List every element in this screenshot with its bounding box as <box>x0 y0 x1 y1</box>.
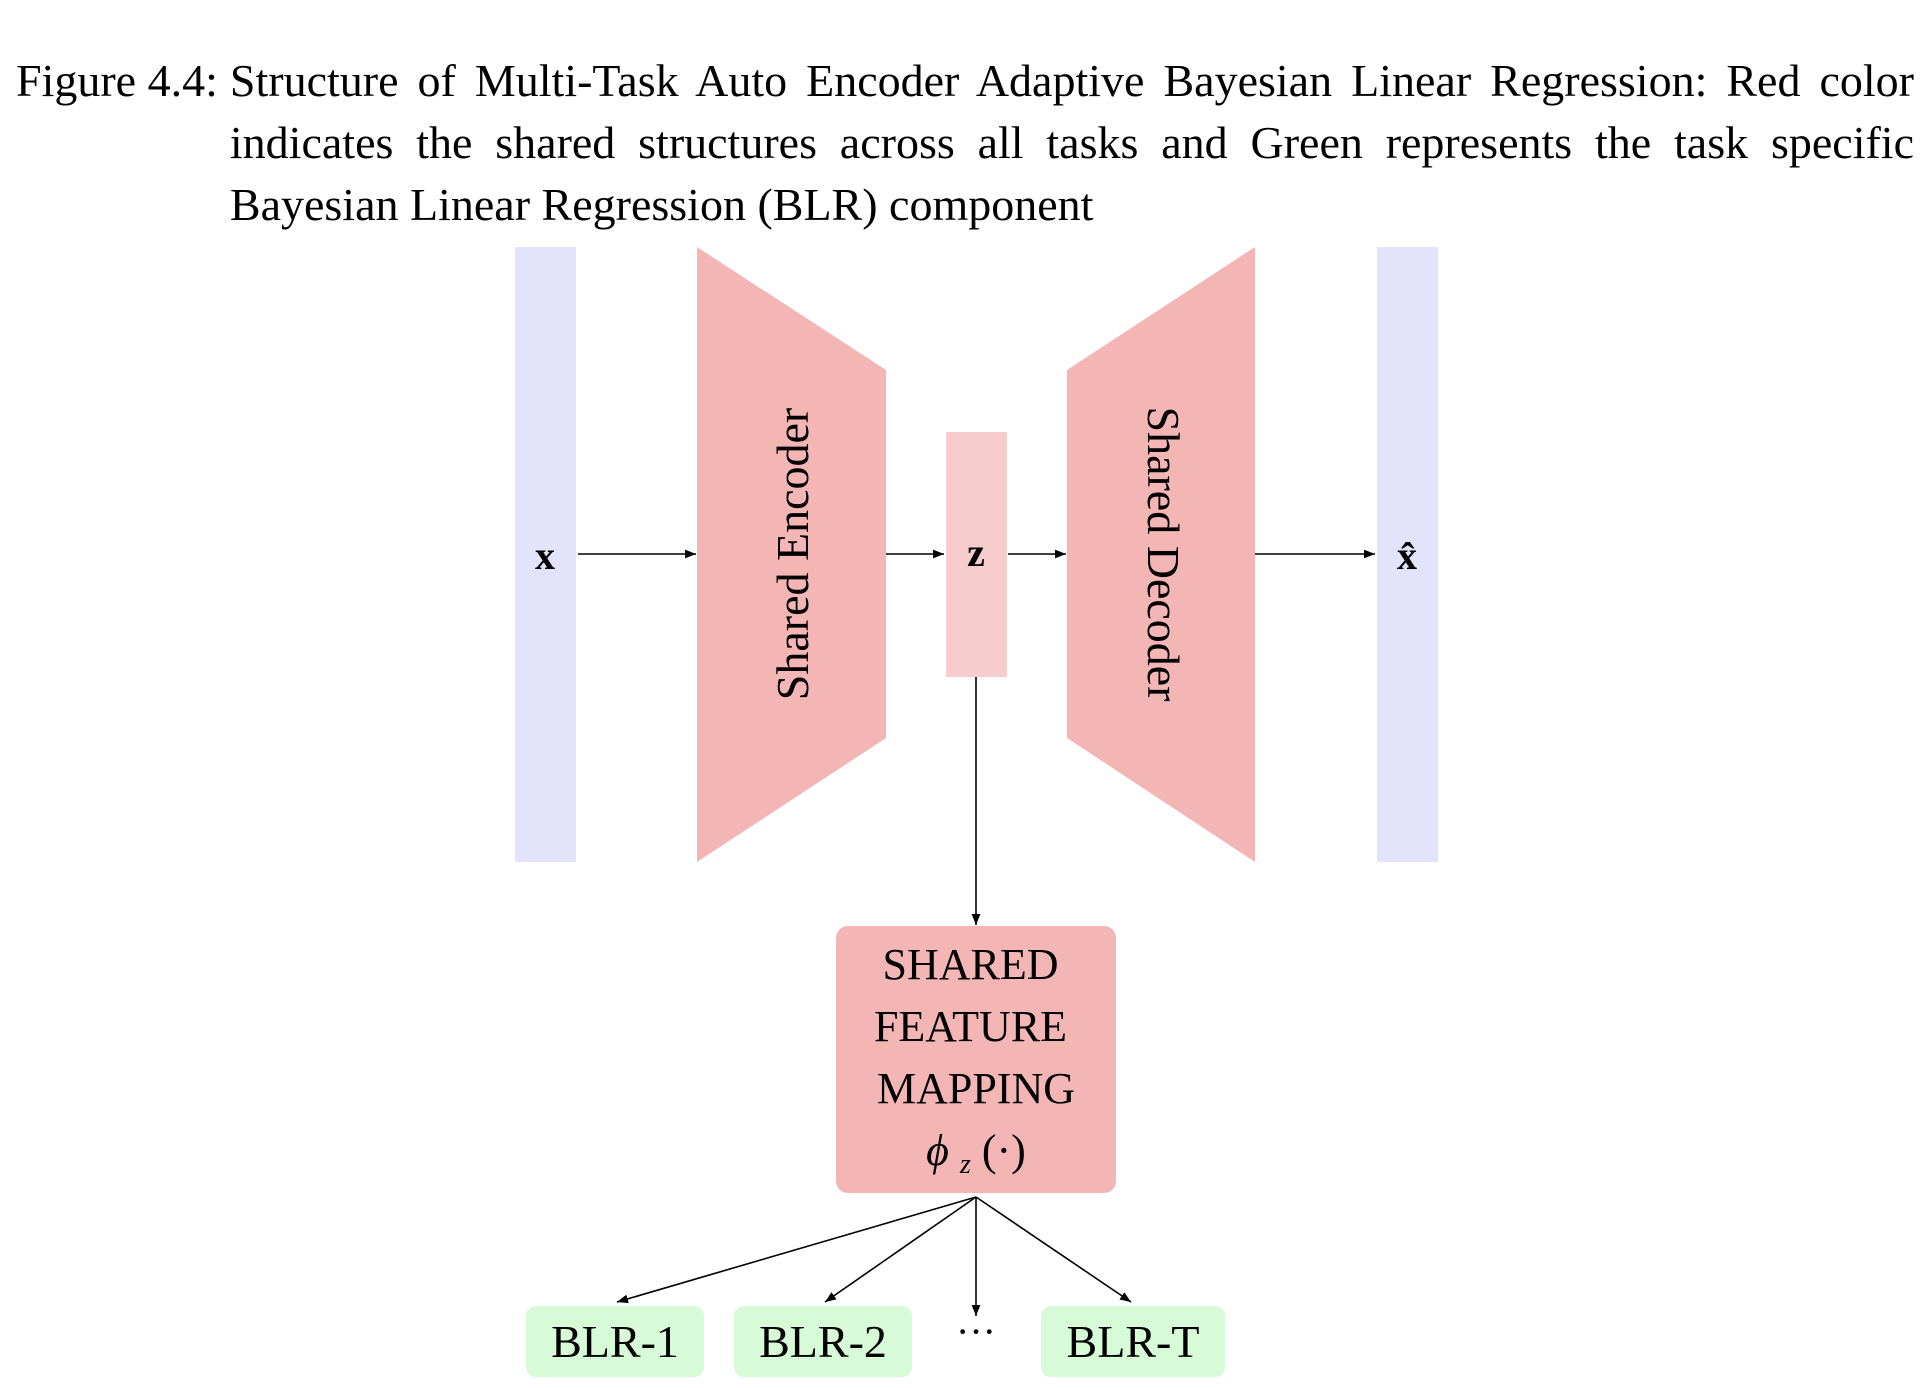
encoder-label: Shared Encoder <box>767 408 818 701</box>
caption-text: Structure of Multi-Task Auto Encoder Ada… <box>229 55 1914 230</box>
latent-label: z <box>967 530 985 575</box>
blr-1-label: BLR-1 <box>551 1316 679 1367</box>
shared-feature-mapping <box>836 926 1116 1193</box>
mapping-label: SHARED FEATURE MAPPING <box>874 940 1078 1113</box>
blr-t-box <box>1041 1306 1225 1377</box>
output-layer <box>1377 247 1438 862</box>
blr-1-box <box>526 1306 704 1377</box>
shared-encoder <box>697 247 886 862</box>
input-label: x <box>535 533 555 578</box>
mapping-formula: ϕ z (·) <box>926 1126 1026 1183</box>
arrow-mapping-to-blr-1 <box>616 1196 977 1304</box>
caption-label: Figure 4.4: <box>16 55 218 106</box>
mapping-line-1: SHARED <box>882 940 1058 989</box>
formula-subscript: z <box>959 1149 971 1180</box>
arrow-mapping-to-blr-2 <box>824 1196 977 1303</box>
arrow-mapping-to-blr-t <box>975 1196 1132 1303</box>
input-layer <box>515 247 576 862</box>
formula-argument: (·) <box>982 1126 1026 1175</box>
formula-symbol: ϕ <box>926 1126 949 1175</box>
decoder-label: Shared Decoder <box>1138 406 1189 701</box>
mapping-line-3: MAPPING <box>877 1064 1075 1113</box>
mapping-line-2: FEATURE <box>874 1002 1067 1051</box>
figure-caption: Figure 4.4: Structure of Multi-Task Auto… <box>16 50 1914 236</box>
shared-decoder <box>1067 247 1255 862</box>
blr-2-label: BLR-2 <box>759 1316 887 1367</box>
blr-ellipsis: ··· <box>956 1309 996 1354</box>
latent-z <box>946 432 1007 677</box>
blr-2-box <box>734 1306 912 1377</box>
output-label: x̂ <box>1397 533 1417 578</box>
blr-t-label: BLR-T <box>1067 1316 1200 1367</box>
